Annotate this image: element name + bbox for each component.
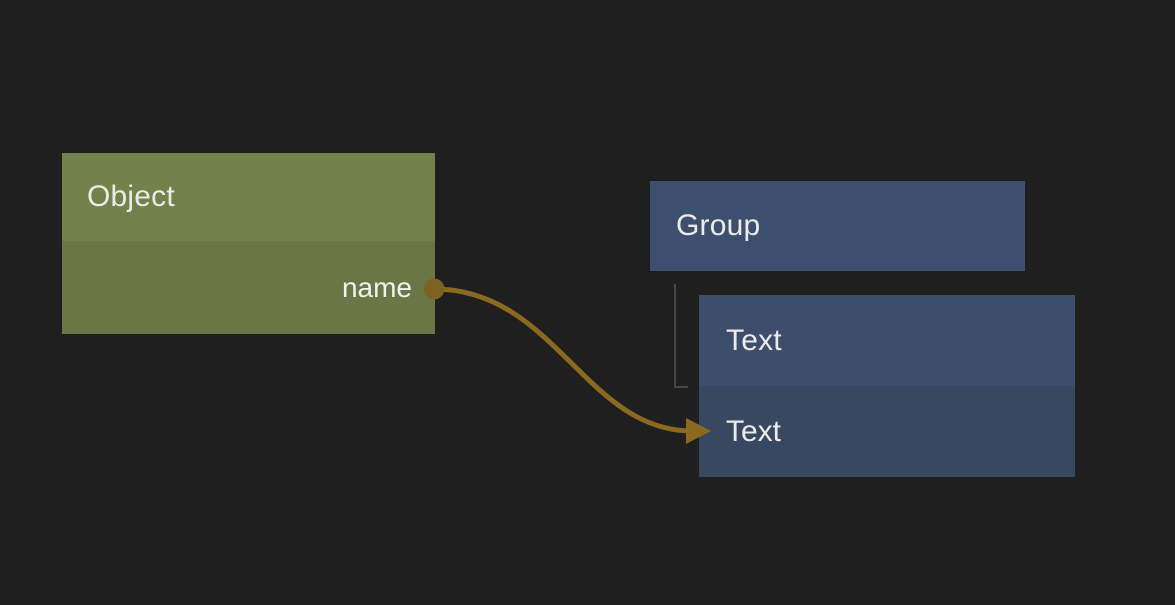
node-text[interactable]: Text Text	[699, 295, 1075, 477]
node-object-title: Object	[62, 153, 435, 241]
group-child-connector-line	[674, 284, 688, 388]
node-object-body: name	[62, 241, 435, 334]
node-text-row[interactable]: Text	[699, 386, 1075, 477]
node-group[interactable]: Group	[650, 181, 1025, 271]
connection-wire[interactable]	[431, 286, 695, 434]
node-object[interactable]: Object name	[62, 153, 435, 334]
output-port-label: name	[341, 271, 412, 303]
node-text-title: Text	[699, 295, 1075, 386]
node-group-title: Group	[650, 181, 1025, 271]
